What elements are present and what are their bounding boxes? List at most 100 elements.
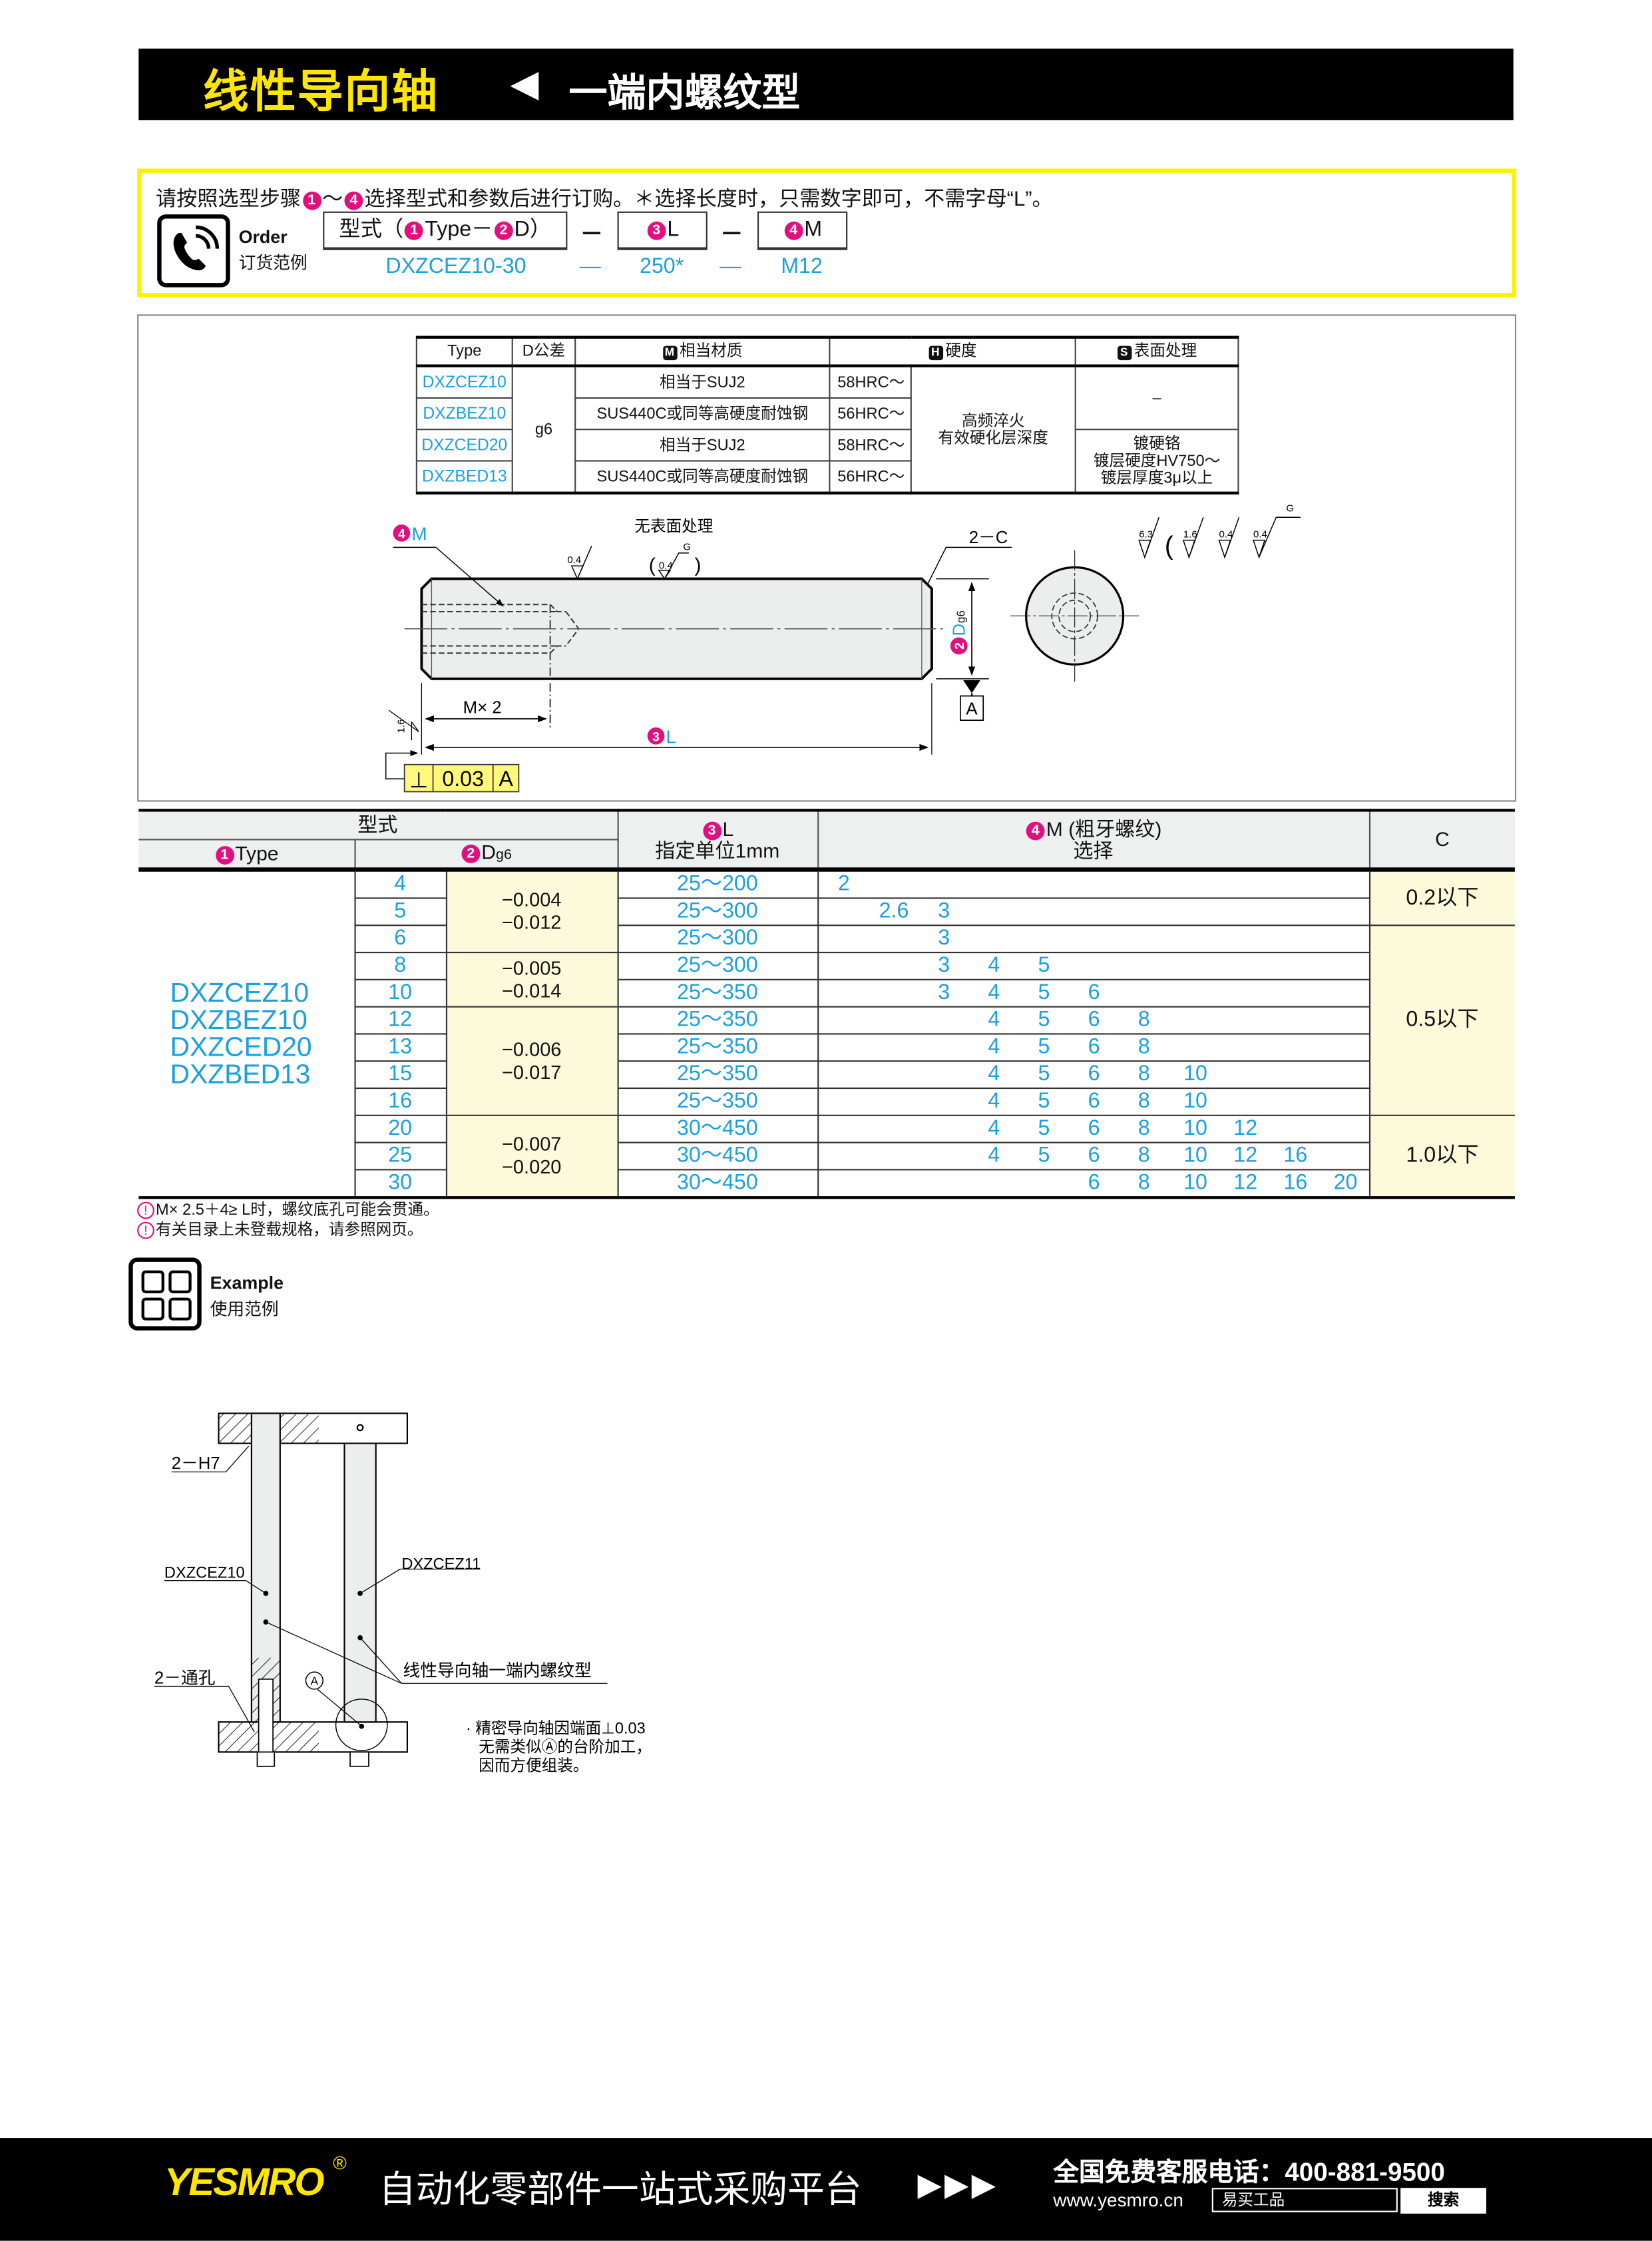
website-link[interactable]: www.yesmro.cn (1053, 2189, 1183, 2211)
header-text: 表面处理 (1134, 343, 1197, 361)
chamfer-value: 1.0以下 (1368, 1114, 1515, 1199)
material: SUS440C或同等高硬度耐蚀钢 (574, 397, 831, 431)
thread-option: 5 (1038, 1062, 1050, 1086)
example-title-en: Example (210, 1273, 284, 1294)
material: 相当于SUJ2 (574, 429, 831, 462)
header-form: 型式 (138, 809, 618, 841)
thread-option: 4 (988, 1007, 1000, 1032)
header-text: 选择 (1073, 838, 1114, 861)
search-button[interactable]: 搜索 (1400, 2188, 1486, 2214)
step-badge: 4 (344, 191, 363, 210)
example-title-cn: 使用范例 (210, 1299, 279, 1319)
tolerance-upper: −0.006 (501, 1038, 562, 1060)
type-link[interactable]: DXZCED20 (170, 1032, 312, 1063)
thread-option: 3 (938, 953, 950, 978)
thread-option: 4 (988, 1089, 1000, 1114)
type-link[interactable]: DXZBED13 (170, 1060, 311, 1090)
thread-option: 2 (837, 871, 850, 897)
warning-icon: ! (137, 1221, 154, 1239)
note-thread-through: !M× 2.5＋4≥ L时，螺纹底孔可能会贯通。 (137, 1197, 439, 1220)
header-text: 硬度 (945, 343, 977, 361)
example-type: DXZCEZ10-30 (385, 254, 526, 279)
thread-options: 2 (817, 869, 1370, 899)
search-input[interactable]: 易买工品 (1211, 2188, 1398, 2212)
warning-icon: ! (137, 1201, 154, 1219)
brand-logo[interactable]: YESMRO (164, 2160, 325, 2204)
type-link[interactable]: DXZBEZ10 (415, 397, 513, 431)
surface-line: 镀层厚度3μ以上 (1100, 469, 1213, 487)
thread-option: 12 (1233, 1116, 1258, 1141)
tolerance-lower: −0.014 (501, 979, 562, 1002)
step-badge: 4 (1026, 821, 1045, 840)
diameter-tolerance: −0.007−0.020 (445, 1114, 618, 1199)
header-text: D (481, 840, 497, 863)
step-badge: 1 (215, 846, 234, 865)
header-chamfer: C (1368, 809, 1515, 872)
product-subtitle: 一端内螺纹型 (568, 71, 801, 114)
example-dash: — (720, 254, 741, 279)
surface-none: – (1074, 365, 1239, 431)
thread-option: 5 (1038, 1007, 1050, 1032)
step-badge: 1 (302, 191, 321, 210)
thread-option: 5 (1038, 953, 1050, 978)
diameter-value: 15 (353, 1060, 447, 1090)
thread-option: 6 (1088, 1143, 1100, 1168)
type-link[interactable]: DXZBED13 (415, 460, 513, 494)
thread-option: 16 (1283, 1170, 1308, 1195)
type-link[interactable]: DXZCEZ10 (415, 365, 513, 399)
box-text: 型式（ (339, 217, 404, 242)
title-banner: 线性导向轴 ◀ 一端内螺纹型 (138, 49, 1514, 120)
thread-option: 6 (1088, 1116, 1100, 1141)
diameter-value: 12 (353, 1006, 447, 1035)
diameter-value: 30 (353, 1169, 447, 1199)
chamfer-value: 0.5以下 (1368, 924, 1515, 1116)
diameter-value: 5 (353, 897, 447, 926)
arrows-icon: ▶▶▶ (917, 2166, 999, 2202)
box-text: Type－ (425, 217, 493, 242)
thread-option: 5 (1038, 1089, 1050, 1114)
thread-option: 3 (938, 980, 950, 1005)
col-type: Type (415, 336, 513, 367)
step-badge: 2 (494, 221, 513, 240)
length-range: 25～350 (616, 1033, 819, 1062)
step-badge: 4 (784, 221, 803, 240)
thread-option: 4 (988, 1062, 1000, 1086)
length-range: 30～450 (616, 1141, 819, 1171)
material: 相当于SUJ2 (574, 365, 831, 399)
type-link[interactable]: DXZBEZ10 (170, 1005, 308, 1036)
type-link[interactable]: DXZCED20 (415, 429, 513, 462)
example-note: 无需类似Ⓐ的台阶加工， (479, 1738, 652, 1756)
thread-option: 4 (988, 953, 1000, 978)
length-range: 25～350 (616, 978, 819, 1008)
diameter-value: 16 (353, 1087, 447, 1116)
spec-row: DXZCEZ10 g6 相当于SUJ2 58HRC～ 高频淬火有效硬化层深度 – (415, 365, 1239, 494)
spec-row: DXZBEZ10 SUS440C或同等高硬度耐蚀钢 56HRC～ (415, 397, 1239, 431)
product-label: 线性导向轴一端内螺纹型 (403, 1661, 591, 1681)
type-link[interactable]: DXZCEZ10 (170, 978, 310, 1008)
thread-option: 10 (1183, 1116, 1207, 1141)
step-badge: 3 (702, 821, 722, 840)
box-text: M (804, 217, 823, 242)
tolerance-lower: −0.020 (501, 1156, 562, 1178)
example-dash: — (579, 254, 601, 279)
header-text: 指定单位1mm (655, 838, 780, 861)
thread-option: 8 (1137, 1007, 1150, 1032)
thread-option: 6 (1088, 1170, 1100, 1195)
thread-option: 4 (988, 1143, 1000, 1168)
